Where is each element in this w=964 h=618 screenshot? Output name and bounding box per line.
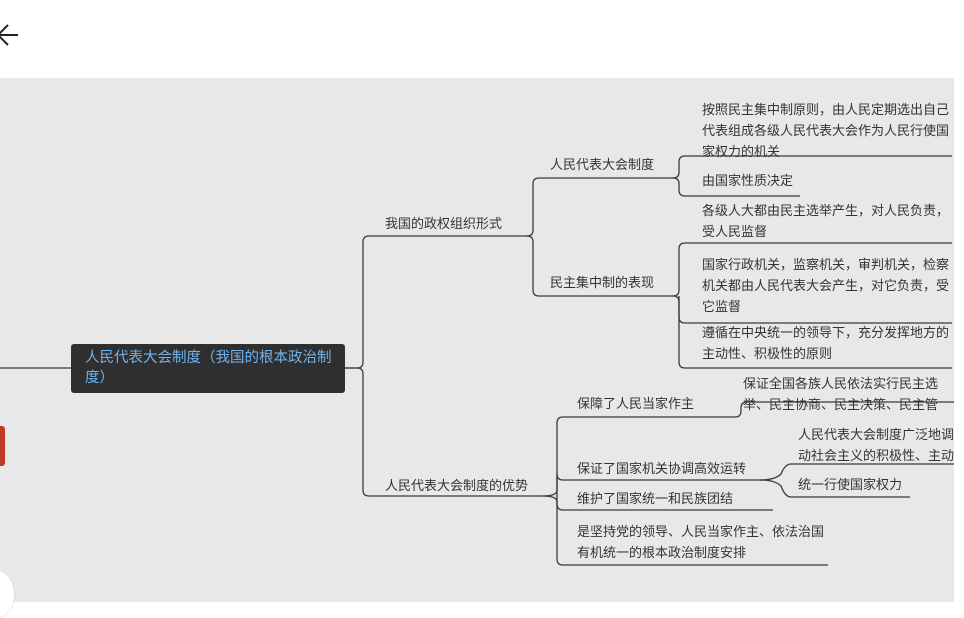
node-adv-efficient[interactable]: 保证了国家机关协调高效运转: [577, 462, 747, 477]
back-arrow-icon[interactable]: [0, 20, 22, 50]
node-dc-central-local[interactable]: 遵循在中央统一的领导下，充分发挥地方的主动性、积极性的原则: [702, 326, 950, 362]
mindmap-canvas[interactable]: 人民代表大会制度（我国的根本政治制度） 我国的政权组织形式 人民代表大会制度 按…: [0, 78, 964, 618]
node-dc-organs[interactable]: 国家行政机关，监察机关，审判机关，检察机关都由人民代表大会产生，对它负责，受它监…: [702, 258, 950, 315]
node-advantages[interactable]: 人民代表大会制度的优势: [385, 479, 529, 494]
node-dc-elected[interactable]: 各级人大都由民主选举产生，对人民负责，受人民监督: [702, 204, 950, 240]
top-toolbar: [0, 0, 964, 78]
node-adv-unity[interactable]: 维护了国家统一和民族团结: [577, 492, 734, 507]
node-npc-nature[interactable]: 由国家性质决定: [702, 174, 794, 189]
connector-lines: [0, 155, 954, 566]
node-democratic-centralism[interactable]: 民主集中制的表现: [550, 276, 655, 291]
node-form[interactable]: 我国的政权组织形式: [385, 217, 503, 232]
node-adv-people-detail[interactable]: 保证全国各族人民依法实行民主选举、民主协商、民主决策、民主管理、民主监督: [743, 377, 939, 413]
collapsed-parent-tab[interactable]: [0, 426, 5, 466]
root-node[interactable]: 人民代表大会制度（我国的根本政治制度）: [71, 344, 345, 393]
node-npc-definition[interactable]: 按照民主集中制原则，由人民定期选出自己代表组成各级人民代表大会作为人民行使国家权…: [702, 103, 950, 160]
node-adv-efficient-detail1[interactable]: 人民代表大会制度广泛地调动社会主义的积极性、主动性: [798, 428, 955, 464]
node-npc[interactable]: 人民代表大会制度: [550, 158, 655, 173]
node-adv-people[interactable]: 保障了人民当家作主: [577, 397, 695, 412]
right-edge: [954, 0, 964, 602]
node-adv-system[interactable]: 是坚持党的领导、人民当家作主、依法治国有机统一的根本政治制度安排: [577, 525, 825, 561]
node-adv-efficient-detail2[interactable]: 统一行使国家权力: [798, 478, 903, 493]
